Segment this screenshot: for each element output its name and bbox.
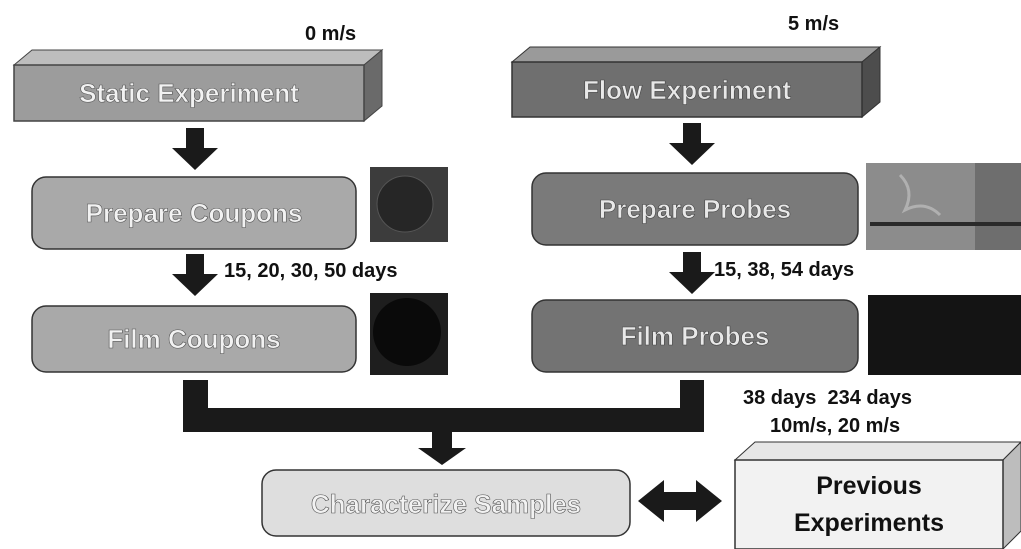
previous-experiments-line2: Experiments <box>794 509 944 537</box>
filmed-coupon-photo <box>370 293 448 375</box>
prepare-probes-label: Prepare Probes <box>599 194 791 224</box>
previous-experiments-box: Previous Experiments <box>733 441 1021 549</box>
characterize-samples-box: Characterize Samples <box>261 469 631 537</box>
static-experiment-box: Static Experiment <box>12 48 384 123</box>
static-experiment-title: Static Experiment <box>79 78 299 108</box>
previous-speeds-label: 10m/s, 20 m/s <box>770 415 900 437</box>
down-arrow-icon <box>172 254 218 296</box>
previous-experiments-line1: Previous <box>816 472 922 500</box>
prepare-coupons-box: Prepare Coupons <box>31 176 357 250</box>
flow-interval-label: 15, 38, 54 days <box>714 259 854 281</box>
film-probes-box: Film Probes <box>531 299 859 373</box>
down-arrow-icon <box>172 128 218 170</box>
prepare-coupons-label: Prepare Coupons <box>86 198 303 228</box>
film-coupons-label: Film Coupons <box>107 324 280 354</box>
flow-speed-label: 5 m/s <box>788 13 839 35</box>
film-probes-label: Film Probes <box>621 321 770 351</box>
filmed-probe-photo <box>868 295 1021 375</box>
static-interval-label: 15, 20, 30, 50 days <box>224 260 397 282</box>
down-arrow-icon <box>418 432 466 465</box>
merge-connector <box>183 380 704 432</box>
flow-experiment-title: Flow Experiment <box>583 75 791 105</box>
double-arrow-icon <box>638 480 722 522</box>
characterize-samples-label: Characterize Samples <box>311 489 581 519</box>
down-arrow-icon <box>669 252 715 294</box>
flow-experiment-box: Flow Experiment <box>510 45 882 119</box>
film-coupons-box: Film Coupons <box>31 305 357 373</box>
prepare-probes-box: Prepare Probes <box>531 172 859 246</box>
probe-photo <box>866 163 1021 250</box>
previous-days-label: 38 days 234 days <box>743 387 912 409</box>
coupon-photo <box>370 167 448 242</box>
down-arrow-icon <box>669 123 715 165</box>
static-speed-label: 0 m/s <box>305 23 356 45</box>
